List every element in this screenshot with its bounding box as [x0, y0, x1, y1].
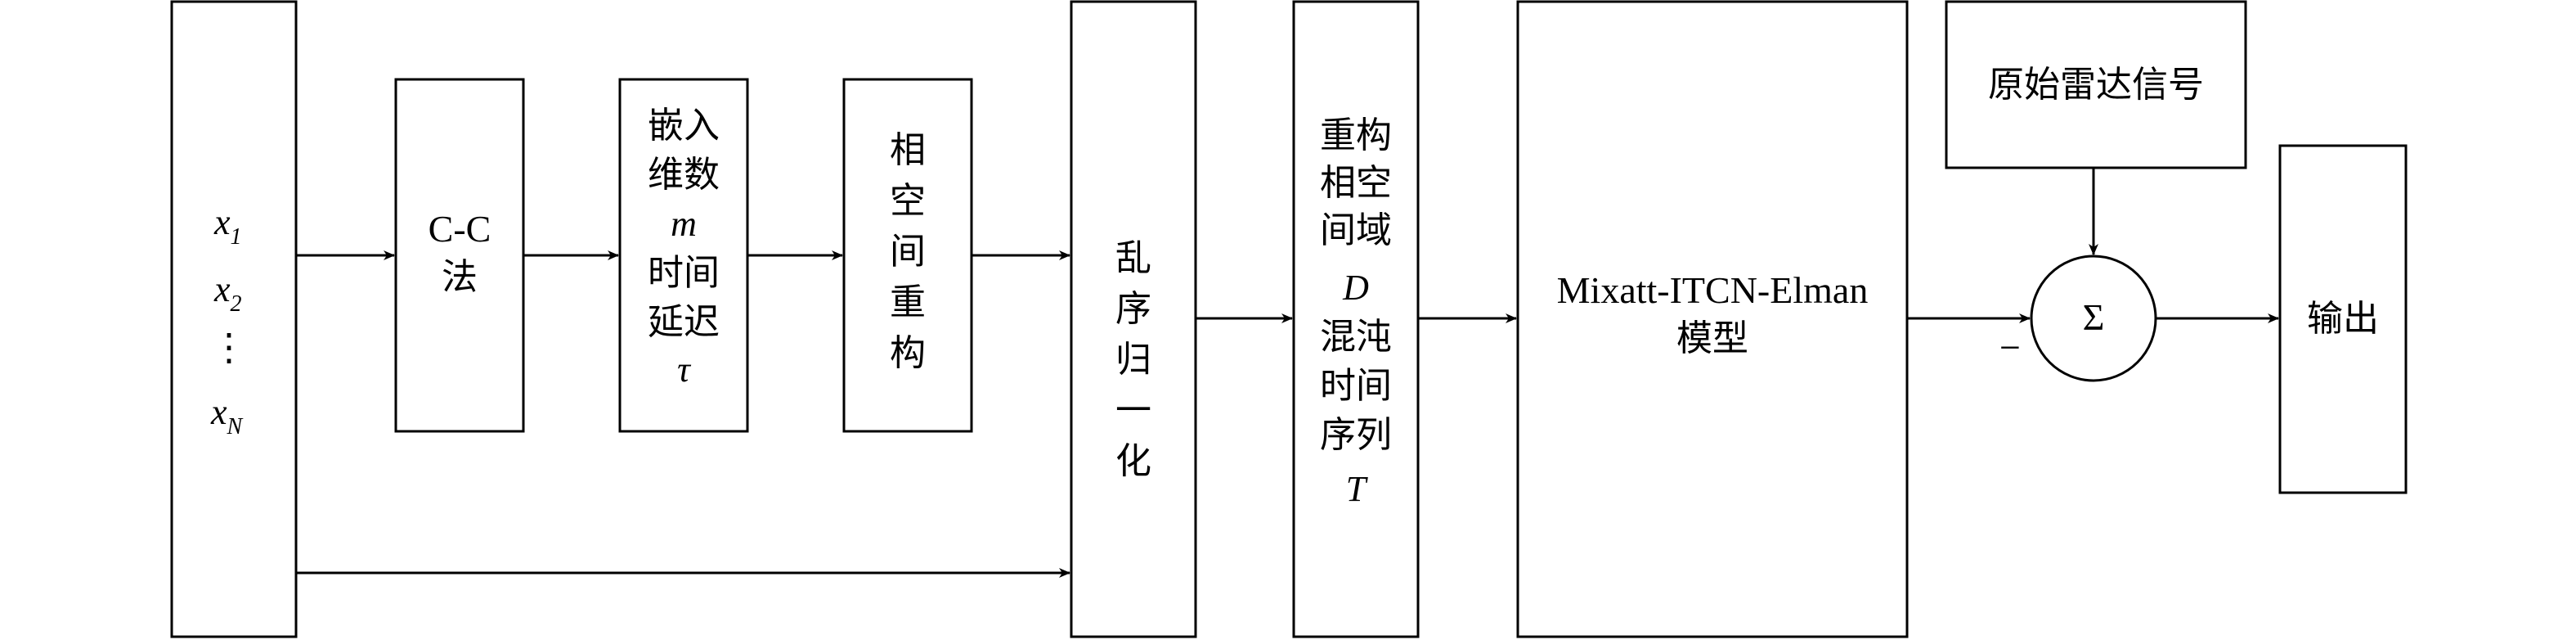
embedding-params-box: 嵌入 维数 m 时间 延迟 τ — [618, 78, 749, 433]
output-label: 输出 — [2307, 298, 2379, 340]
cc-label-1: C-C — [429, 208, 491, 250]
recon-T: T — [1346, 469, 1369, 509]
shuffle-normalize-box: 乱 序 归 一 化 — [1070, 0, 1197, 638]
shuffle-char-4: 一 — [1115, 390, 1151, 431]
embed-line-1: 嵌入 — [648, 105, 720, 146]
embed-line-2: 维数 — [648, 154, 720, 196]
sum-symbol: Σ — [2083, 296, 2105, 338]
recon-D: D — [1342, 268, 1369, 308]
embed-m: m — [671, 204, 697, 244]
shuffle-char-3: 归 — [1115, 339, 1151, 381]
phase-char-4: 重 — [890, 282, 926, 323]
input-series-box: x1 x2 ⋮ xN — [170, 0, 298, 638]
model-line-2: 模型 — [1676, 318, 1748, 359]
recon-line-4: 混沌 — [1320, 316, 1392, 358]
summation-node: Σ — [2030, 255, 2157, 382]
input-x2: x2 — [213, 269, 242, 317]
raw-signal-label: 原始雷达信号 — [1988, 64, 2204, 106]
input-xn: xN — [210, 392, 244, 439]
output-box: 输出 — [2278, 144, 2408, 494]
shuffle-char-5: 化 — [1115, 440, 1151, 482]
input-ellipsis: ⋮ — [210, 327, 248, 368]
phase-char-2: 空 — [890, 180, 926, 222]
shuffle-char-1: 乱 — [1115, 237, 1151, 279]
phase-char-3: 间 — [890, 231, 926, 273]
embed-tau: τ — [677, 349, 692, 390]
model-line-1: Mixatt-ITCN-Elman — [1557, 269, 1869, 311]
embed-line-3: 时间 — [648, 252, 720, 294]
minus-sign: − — [1999, 327, 2021, 368]
recon-line-3: 间域 — [1320, 210, 1392, 251]
model-box: Mixatt-ITCN-Elman 模型 — [1516, 0, 1909, 638]
raw-signal-box: 原始雷达信号 — [1945, 0, 2247, 169]
input-x1: x1 — [213, 202, 242, 250]
phase-char-1: 相 — [890, 129, 926, 171]
phase-space-box: 相 空 间 重 构 — [842, 78, 973, 433]
embed-line-4: 延迟 — [648, 301, 720, 343]
reconstructed-series-box: 重构 相空 间域 D 混沌 时间 序列 T — [1292, 0, 1420, 638]
cc-label-2: 法 — [442, 256, 478, 298]
recon-line-1: 重构 — [1320, 115, 1392, 156]
phase-char-5: 构 — [890, 332, 926, 374]
recon-line-2: 相空 — [1320, 162, 1392, 204]
recon-line-5: 时间 — [1320, 365, 1392, 407]
recon-line-6: 序列 — [1320, 414, 1392, 456]
shuffle-char-2: 序 — [1115, 288, 1151, 330]
cc-method-box: C-C 法 — [394, 78, 525, 433]
